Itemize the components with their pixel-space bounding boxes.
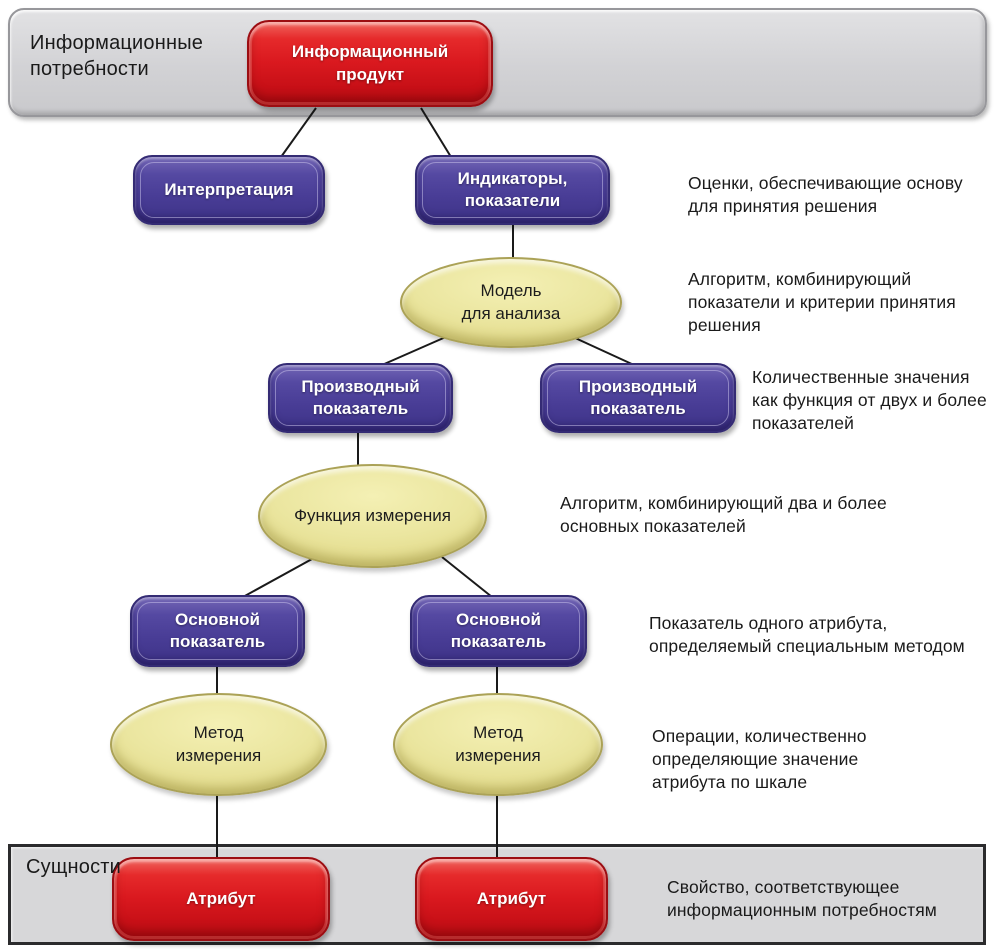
node-label-line: Основной bbox=[456, 609, 541, 629]
band-title-line: потребности bbox=[30, 58, 149, 81]
node-measurement-method-right: Метод измерения bbox=[393, 693, 603, 796]
node-label-line: измерения bbox=[175, 745, 262, 765]
node-analysis-model: Модель для анализа bbox=[400, 257, 622, 348]
annotation-line: Показатель одного атрибута, bbox=[649, 613, 888, 633]
node-label-line: показатель bbox=[169, 632, 266, 651]
node-derived-indicator-right: Производный показатель bbox=[540, 363, 736, 433]
node-label-line: Основной bbox=[175, 609, 260, 629]
connector-line bbox=[441, 556, 493, 598]
annotation-line: Алгоритм, комбинирующий два и более bbox=[560, 493, 887, 513]
node-basic-indicator-right: Основной показатель bbox=[410, 595, 587, 667]
node-label-line: Производный bbox=[578, 376, 698, 396]
node-label-line: Атрибут bbox=[476, 888, 547, 908]
annotation-line: информационным потребностям bbox=[667, 899, 937, 920]
node-indicators: Индикаторы, показатели bbox=[415, 155, 610, 225]
node-label-line: Интерпретация bbox=[164, 179, 294, 199]
annotation-indicators: Оценки, обеспечивающие основу для принят… bbox=[688, 172, 963, 218]
annotation-line: Количественные значения bbox=[752, 367, 970, 387]
node-label-line: Модель bbox=[480, 281, 542, 301]
annotation-attribute: Свойство, соответствующее информационным… bbox=[667, 876, 937, 922]
entities-band-title: Сущности bbox=[26, 854, 121, 880]
node-basic-indicator-left: Основной показатель bbox=[130, 595, 305, 667]
node-attribute-left: Атрибут bbox=[112, 857, 330, 941]
annotation-line: как функция от двух и более bbox=[752, 389, 987, 410]
annotation-line: Свойство, соответствующее bbox=[667, 877, 900, 897]
node-label-line: для анализа bbox=[461, 303, 561, 323]
node-interpretation: Интерпретация bbox=[133, 155, 325, 225]
information-needs-band bbox=[8, 8, 987, 117]
annotation-basic: Показатель одного атрибута, определяемый… bbox=[649, 612, 965, 658]
annotation-line: основных показателей bbox=[560, 515, 746, 536]
node-label-line: Индикаторы, bbox=[457, 168, 568, 188]
connector-line bbox=[242, 558, 313, 598]
node-measurement-method-left: Метод измерения bbox=[110, 693, 327, 796]
node-label-line: Метод bbox=[193, 723, 244, 743]
annotation-line: показателей bbox=[752, 412, 854, 433]
annotation-line: решения bbox=[688, 314, 761, 335]
annotation-derived: Количественные значения как функция от д… bbox=[752, 366, 987, 434]
node-information-product: Информационный продукт bbox=[247, 20, 493, 107]
node-label-line: измерения bbox=[455, 745, 541, 765]
annotation-line: показатели и критерии принятия bbox=[688, 291, 956, 312]
information-needs-band-title: Информационные потребности bbox=[30, 30, 203, 83]
node-label-line: Информационный bbox=[291, 42, 449, 62]
connector-line bbox=[572, 336, 635, 366]
node-label-line: показатели bbox=[464, 191, 561, 210]
annotation-line: Операции, количественно bbox=[652, 726, 867, 746]
node-label-line: продукт bbox=[335, 64, 405, 84]
band-title-line: Сущности bbox=[26, 856, 121, 878]
connector-line bbox=[381, 335, 449, 366]
annotation-method: Операции, количественно определяющие зна… bbox=[652, 725, 867, 793]
annotation-function: Алгоритм, комбинирующий два и более осно… bbox=[560, 492, 887, 538]
annotation-line: для принятия решения bbox=[688, 195, 878, 216]
node-derived-indicator-left: Производный показатель bbox=[268, 363, 453, 433]
node-label-line: показатель bbox=[450, 632, 547, 651]
node-attribute-right: Атрибут bbox=[415, 857, 608, 941]
band-title-line: Информационные bbox=[30, 32, 204, 54]
connector-line bbox=[420, 107, 452, 158]
annotation-line: Оценки, обеспечивающие основу bbox=[688, 173, 963, 193]
annotation-line: атрибута по шкале bbox=[652, 771, 808, 792]
annotation-line: Алгоритм, комбинирующий bbox=[688, 269, 912, 289]
node-measurement-function: Функция измерения bbox=[258, 464, 487, 568]
node-label-line: Атрибут bbox=[186, 888, 256, 908]
annotation-line: определяющие значение bbox=[652, 748, 859, 769]
node-label-line: показатель bbox=[590, 399, 686, 418]
annotation-model: Алгоритм, комбинирующий показатели и кри… bbox=[688, 268, 956, 336]
node-label-line: Функция измерения bbox=[294, 505, 451, 525]
connector-line bbox=[280, 107, 317, 158]
node-label-line: Производный bbox=[301, 376, 420, 396]
node-label-line: Метод bbox=[473, 723, 523, 743]
annotation-line: определяемый специальным методом bbox=[649, 635, 965, 656]
node-label-line: показатель bbox=[312, 399, 409, 418]
